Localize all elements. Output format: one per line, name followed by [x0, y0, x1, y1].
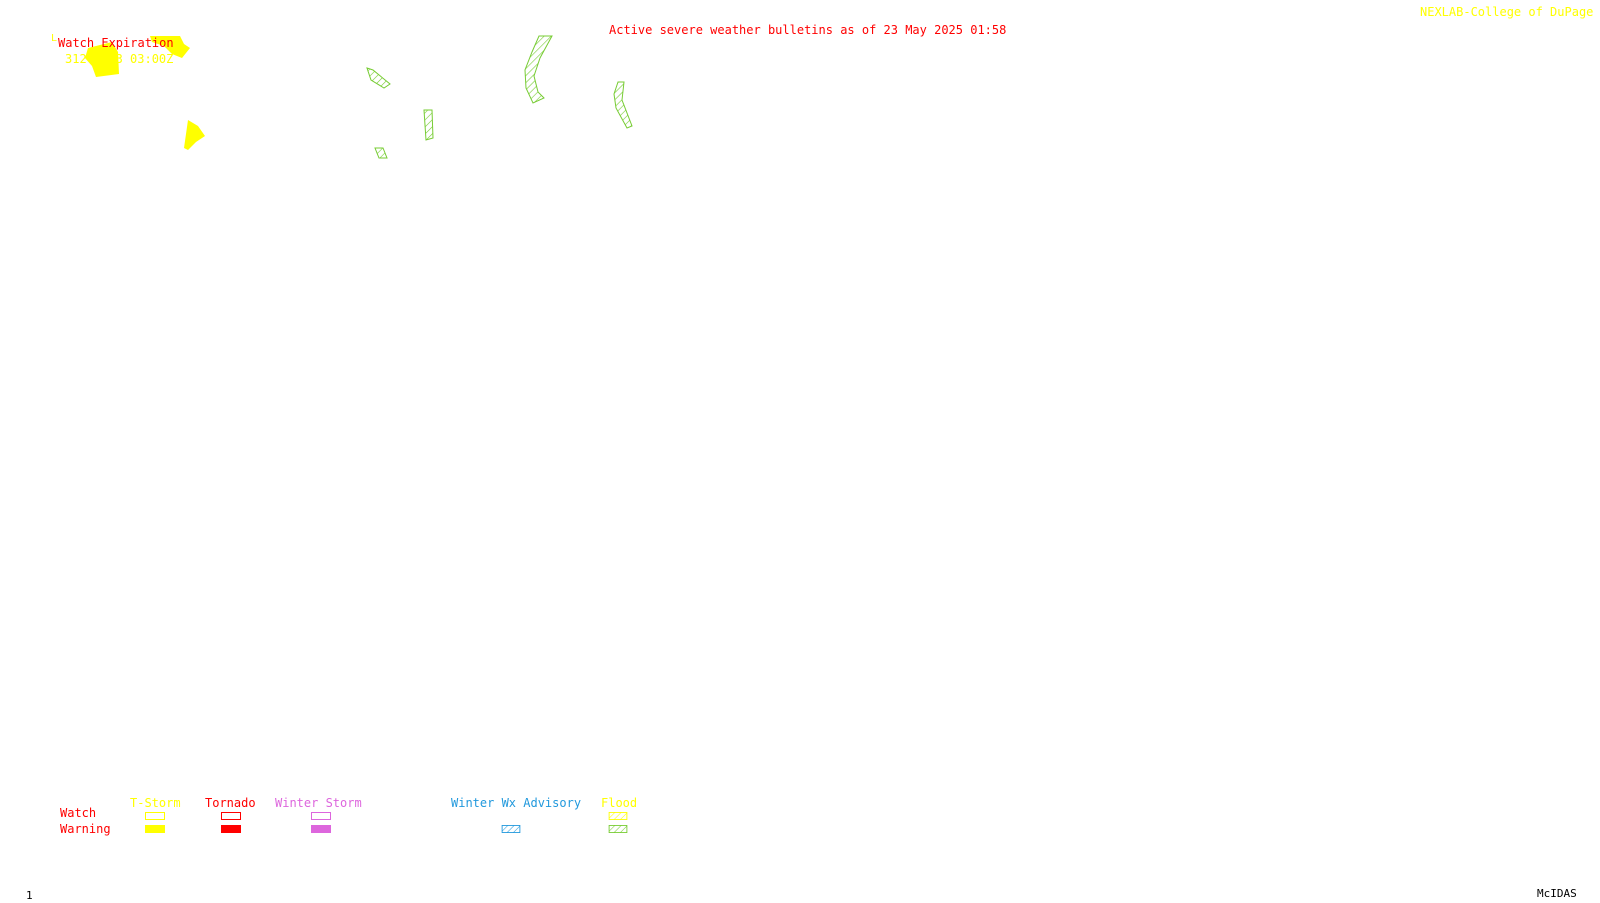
flood-warning-polygon: [613, 81, 633, 129]
source-credit: NEXLAB-College of DuPage R: [1420, 5, 1600, 19]
legend-winter-wx-advisory-label: Winter Wx Advisory: [451, 796, 582, 810]
watch-expiration-entry: 312 5/23 03:00Z: [65, 52, 174, 66]
legend-tornado-watch-swatch: [221, 812, 241, 820]
legend-winter-storm-warning-swatch: [311, 825, 331, 833]
software-label: McIDAS: [1537, 887, 1577, 900]
legend-flood-label: Flood: [601, 796, 638, 810]
legend-winter-storm-watch-swatch: [311, 812, 331, 820]
watch-expiration-marker: L: [51, 33, 58, 44]
watch-expiration-label: Watch Expiration: [58, 36, 174, 50]
legend-flood-warning-swatch: [608, 825, 628, 833]
page-title: Active severe weather bulletins as of 23…: [609, 23, 1007, 37]
tstorm-warning-polygon: [184, 120, 205, 150]
flood-warning-polygon: [423, 109, 434, 141]
flood-warning-polygon: [374, 147, 388, 159]
legend-tstorm-watch-swatch: [145, 812, 165, 820]
legend-tstorm-warning-swatch: [145, 825, 165, 833]
tstorm-warning-polygon: [85, 42, 119, 77]
flood-warning-polygon: [366, 67, 391, 89]
frame-number: 1: [26, 889, 33, 902]
legend-row-warning: Warning: [60, 822, 111, 836]
flood-warning-polygon: [524, 35, 553, 104]
tstorm-warning-polygon: [150, 36, 190, 58]
legend-row-watch: Watch: [60, 806, 97, 820]
legend-flood-watch-swatch: [608, 812, 628, 820]
legend-winter-storm-label: Winter Storm: [275, 796, 362, 810]
legend-winter-wx-advisory-swatch: [501, 825, 521, 833]
legend-tornado-label: Tornado: [205, 796, 256, 810]
legend-tornado-warning-swatch: [221, 825, 241, 833]
legend-tstorm-label: T-Storm: [130, 796, 181, 810]
